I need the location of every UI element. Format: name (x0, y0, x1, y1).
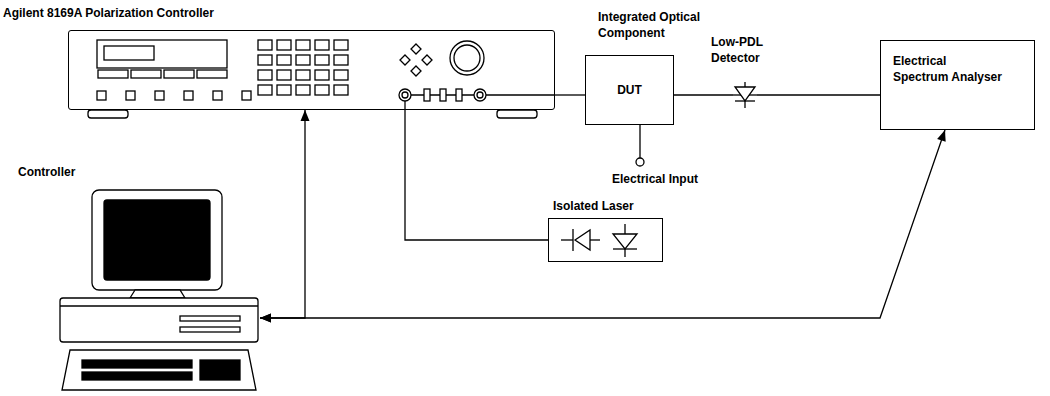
controller-computer: Controller (58, 188, 260, 392)
dut-label: DUT (586, 82, 673, 98)
spectrum-analyser-box: Electrical Spectrum Analyser (880, 40, 1035, 130)
controller-label: Controller (18, 164, 138, 180)
electrical-terminal (636, 125, 644, 166)
connector (555, 95, 585, 96)
dut-box: Integrated Optical ComponentDUT (585, 55, 674, 125)
computer-illustration (60, 190, 258, 390)
analyser-label: Electrical Spectrum Analyser (893, 53, 1003, 85)
connector (405, 110, 548, 240)
laser-label: Isolated Laser (553, 198, 683, 214)
laser-box: Isolated Laser (548, 218, 663, 262)
detector-symbol: Low-PDL Detector (733, 80, 757, 110)
detector-label: Low-PDL Detector (711, 34, 777, 66)
connector (260, 110, 310, 323)
instrument-title: Agilent 8169A Polarization Controller (3, 5, 303, 21)
laser-symbols (561, 224, 637, 257)
polarization-controller: Agilent 8169A Polarization Controller (68, 30, 555, 110)
connector (757, 95, 880, 96)
photodiode-symbol (733, 82, 757, 108)
instrument-front-panel (88, 40, 555, 118)
terminal-label: Electrical Input (612, 171, 698, 187)
connector (674, 95, 733, 96)
connector (260, 130, 946, 323)
